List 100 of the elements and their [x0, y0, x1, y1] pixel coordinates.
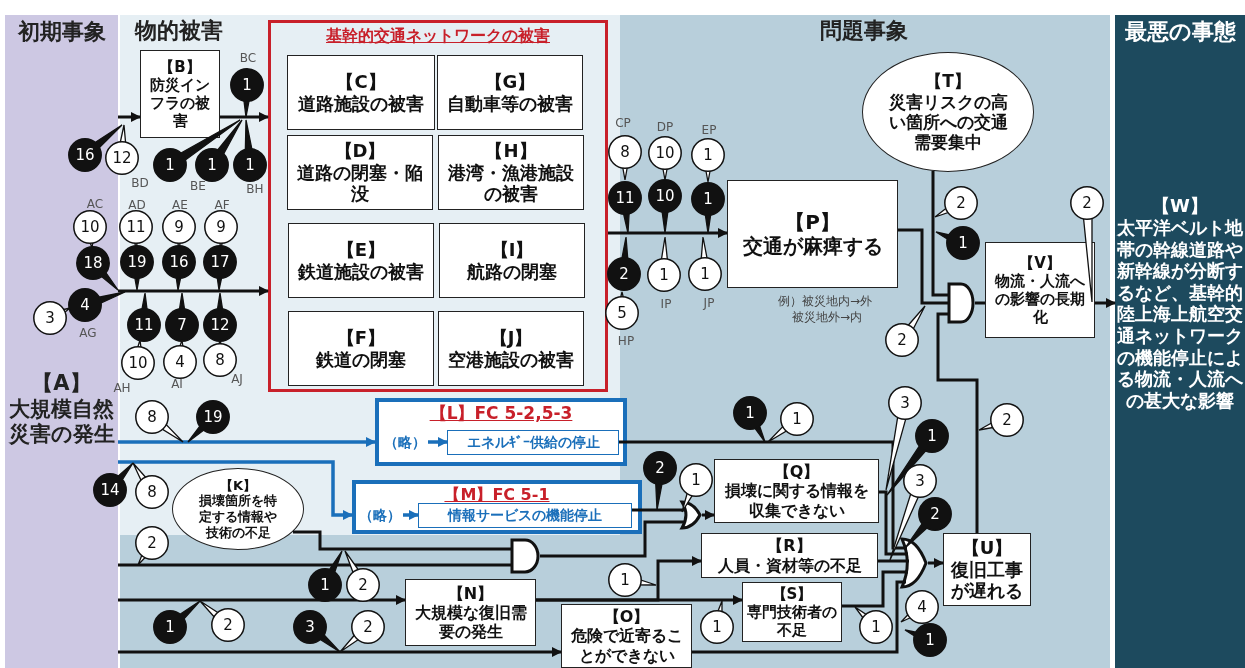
node-code: 【K】 — [219, 477, 257, 494]
callout-number: 2 — [979, 403, 1024, 437]
callout-number: 1 — [733, 396, 767, 442]
group-title: 【M】FC 5-1 — [444, 485, 550, 505]
connector-line — [619, 440, 907, 550]
connector-line — [842, 570, 908, 608]
callout-number: 3 — [33, 301, 70, 335]
arrow — [118, 460, 353, 520]
point-code: AI — [171, 377, 183, 391]
callout-number: 1 — [679, 463, 713, 512]
callout-number: 2 — [200, 601, 245, 642]
process-box — [943, 533, 1031, 606]
process-box — [447, 430, 619, 455]
callout-number: 4 — [68, 288, 125, 322]
node-text: 災害リスクの高い箇所への交通需要集中 — [887, 91, 1009, 153]
connector-line — [879, 490, 908, 556]
arrow — [536, 595, 743, 605]
callout-number: 1 — [936, 226, 980, 260]
process-box — [405, 579, 536, 646]
callout-number: 2 — [885, 306, 925, 357]
callout-number: 8 — [135, 400, 183, 442]
arrow — [928, 558, 944, 568]
arrow — [428, 437, 448, 447]
callout-number: 5 — [605, 292, 639, 330]
point-code: BC — [239, 51, 257, 65]
callout-number: 10 — [648, 179, 682, 233]
node-text: 自動車等の被害 — [447, 92, 573, 115]
connector-line — [540, 520, 685, 558]
callout-number: 2 — [340, 610, 385, 652]
column-heading: 物的被害 — [135, 17, 223, 45]
callout-number: 19 — [120, 245, 154, 290]
node-text: 損壊に関する情報を収集できない — [723, 481, 870, 520]
group-frame — [352, 480, 642, 534]
node-text: エネルｷﾞｰ供給の停止 — [466, 434, 600, 451]
process-box — [287, 135, 433, 210]
callout-number: 1 — [308, 551, 342, 602]
group-frame — [375, 398, 627, 466]
node-code: 【F】 — [336, 326, 386, 349]
node-text: 道路施設の被害 — [298, 92, 424, 115]
callout-number: 11 — [119, 210, 153, 248]
callout-number: 18 — [76, 246, 118, 290]
node-code: 【V】 — [1019, 254, 1061, 272]
node-text: 人員・資材等の不足 — [717, 555, 862, 575]
node-text: 【W】 — [1152, 195, 1208, 217]
arrow — [403, 510, 419, 520]
process-box — [140, 50, 220, 138]
column-heading: 問題事象 — [820, 17, 908, 45]
node-text: 大規模な復旧需要の発生 — [413, 602, 528, 642]
node-text: 危険で近寄ることができない — [569, 626, 684, 665]
callout-number: 1 — [700, 601, 734, 644]
node-text: 物流・人流への影響の長期化 — [993, 272, 1086, 326]
node-code: 【J】 — [489, 326, 533, 349]
callout-number: 1 — [905, 623, 947, 657]
node-text: 交通が麻痺する — [742, 234, 883, 258]
node-code: 【R】 — [767, 536, 812, 556]
process-box — [561, 604, 692, 668]
callout-number: 10 — [121, 340, 155, 380]
arrow — [702, 510, 715, 520]
node-text: 鉄道の閉塞 — [316, 348, 406, 371]
point-code: AH — [113, 381, 131, 395]
process-box — [438, 135, 584, 210]
point-code: AE — [172, 198, 188, 212]
connector-line — [118, 563, 512, 567]
node-text: 太平洋ベルト地帯の幹線道路や新幹線が分断するなど、基幹的陸上海上航空交通ネットワークの機能停止による物流・人流への甚大な影響 — [1116, 217, 1244, 412]
callout-number: 9 — [162, 210, 196, 248]
point-code: EP — [701, 123, 717, 137]
node-text: 道路の閉塞・陥没 — [296, 161, 424, 205]
connector-line — [692, 580, 906, 654]
column-heading: 最悪の事態 — [1124, 19, 1236, 46]
callout-number: 19 — [188, 400, 230, 442]
process-box — [714, 459, 879, 523]
omission-text: （略） — [356, 505, 403, 525]
process-box — [437, 55, 583, 130]
logic-gate-symbol — [510, 538, 540, 574]
column-heading: 初期事象 — [17, 19, 106, 46]
omission-text: （略） — [381, 432, 428, 452]
callout-number: 4 — [163, 340, 197, 379]
group-title: 基幹的交通ネットワークの被害 — [326, 26, 550, 46]
node-code: 【S】 — [771, 585, 813, 603]
connector-line — [878, 559, 909, 563]
process-box — [438, 311, 584, 386]
point-code: BH — [246, 182, 264, 196]
node-text: 港湾・漁港施設の被害 — [447, 161, 575, 205]
node-code: 【T】 — [925, 71, 971, 92]
point-code: BE — [190, 179, 206, 193]
logic-gate-symbol — [900, 537, 928, 589]
callout-number: 1 — [153, 601, 200, 644]
column-band — [1115, 15, 1245, 668]
callout-number: 1 — [691, 138, 725, 182]
arrow — [1095, 298, 1116, 308]
node-text: 情報サービスの機能停止 — [448, 507, 602, 524]
arrow — [118, 437, 376, 447]
node-text: 復旧工事が遅れる — [949, 558, 1024, 602]
node-text: 【A】 — [32, 371, 91, 397]
point-code: AD — [128, 198, 146, 212]
callout-number: 2 — [135, 526, 169, 565]
example-note: 例）被災地内→外 被災地外→内 — [778, 293, 873, 326]
callout-number: 10 — [648, 136, 682, 180]
arrow — [118, 286, 269, 296]
callout-number: 16 — [162, 245, 196, 290]
